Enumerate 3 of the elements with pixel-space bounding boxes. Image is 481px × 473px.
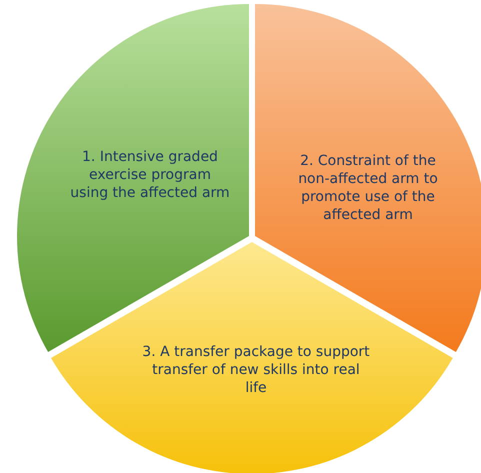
segment-label: 2. Constraint of the non-affected arm to promote use of the affected arm — [297, 152, 439, 224]
segment-label: 3. A transfer package to support transfer of new skills into real life — [141, 343, 371, 397]
segment-label: 1. Intensive graded exercise program using the affected arm — [70, 148, 230, 202]
